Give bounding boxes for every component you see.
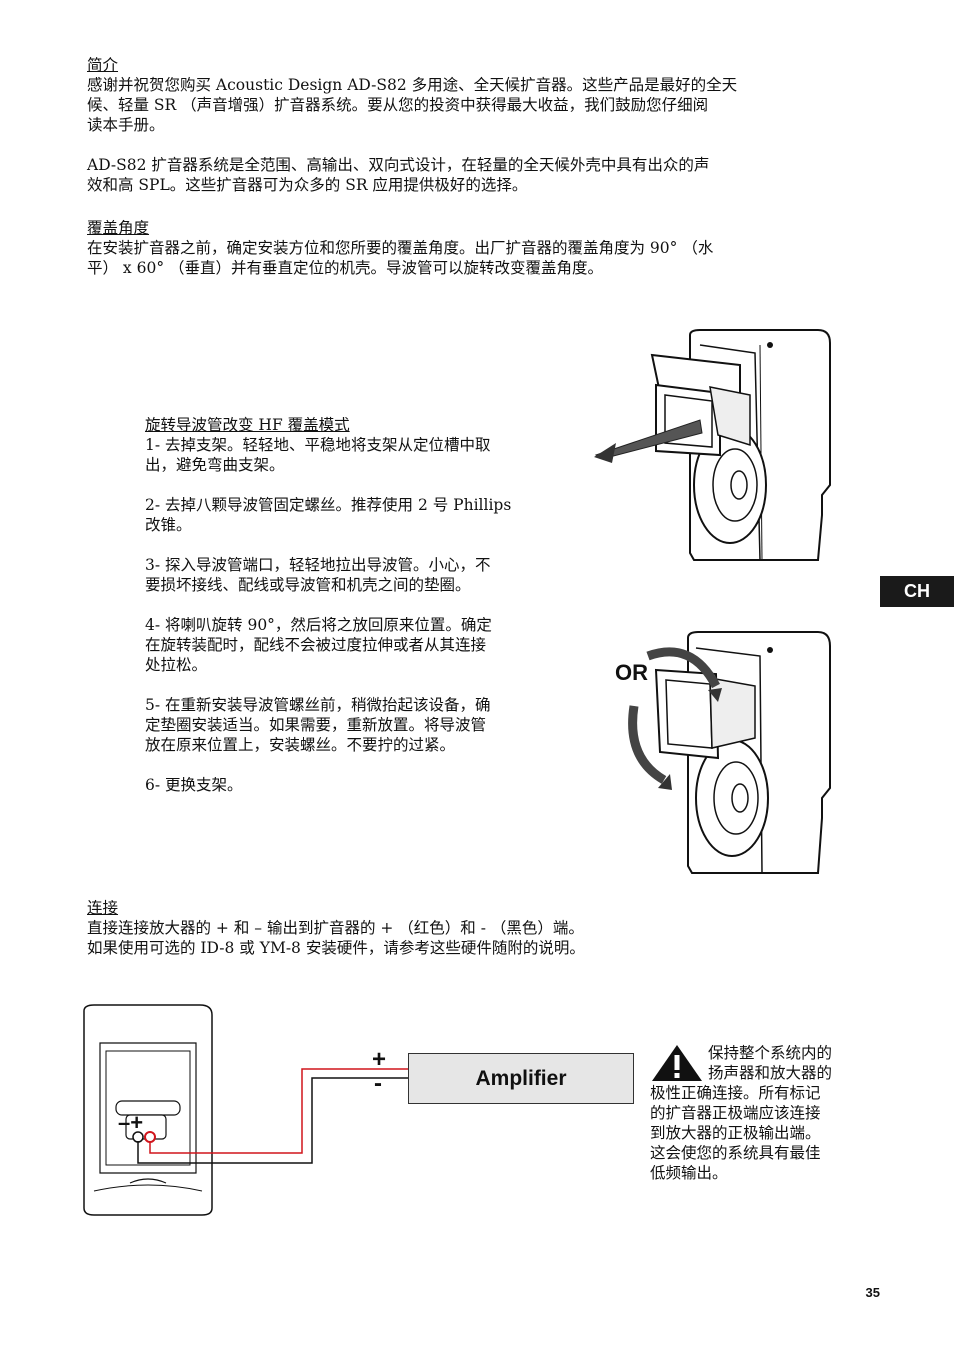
minus-label: -	[374, 1070, 382, 1097]
warning-icon	[652, 1045, 702, 1081]
page-number: 35	[865, 1285, 880, 1300]
plus-label: +	[372, 1046, 387, 1073]
amplifier-box: Amplifier	[408, 1053, 634, 1104]
polarity-warning: 保持整个系统内的 扬声器和放大器的 极性正确连接。所有标记 的扩音器正极端应该连…	[650, 1043, 865, 1183]
warning-line: 的扩音器正极端应该连接	[650, 1104, 821, 1122]
step-1: 1- 去掉支架。轻轻地、平稳地将支架从定位槽中取 出，避免弯曲支架。	[145, 435, 575, 475]
warning-line: 扬声器和放大器的	[708, 1064, 833, 1082]
intro-line: 效和高 SPL。这些扩音器可为众多的 SR 应用提供极好的选择。	[87, 176, 528, 194]
step-3: 3- 探入导波管端口，轻轻地拉出导波管。小心，不 要损坏接线、配线或导波管和机壳…	[145, 555, 575, 595]
intro-heading: 简介	[87, 56, 119, 74]
step-line: 2- 去掉八颗导波管固定螺丝。推荐使用 2 号 Phillips	[145, 496, 512, 514]
connect-line: 直接连接放大器的 + 和 – 输出到扩音器的 + （红色）和 - （黑色）端。	[87, 919, 584, 937]
warning-line: 保持整个系统内的	[708, 1044, 833, 1062]
step-line: 要损坏接线、配线或导波管和机壳之间的垫圈。	[145, 576, 471, 594]
warning-line: 极性正确连接。所有标记	[650, 1084, 821, 1102]
intro-line: AD-S82 扩音器系统是全范围、高输出、双向式设计，在轻量的全天候外壳中具有出…	[87, 156, 710, 174]
step-line: 出，避免弯曲支架。	[145, 456, 285, 474]
rotate-section: 旋转导波管改变 HF 覆盖模式 1- 去掉支架。轻轻地、平稳地将支架从定位槽中取…	[145, 415, 575, 815]
coverage-line: 平） x 60° （垂直）并有垂直定位的机壳。导波管可以旋转改变覆盖角度。	[87, 259, 603, 277]
step-line: 4- 将喇叭旋转 90°，然后将之放回原来位置。确定	[145, 616, 492, 634]
step-line: 在旋转装配时，配线不会被过度拉伸或者从其连接	[145, 636, 487, 654]
step-5: 5- 在重新安装导波管螺丝前，稍微抬起该设备，确 定垫圈安装适当。如果需要，重新…	[145, 695, 575, 755]
step-line: 定垫圈安装适当。如果需要，重新放置。将导波管	[145, 716, 487, 734]
red-wire	[149, 1068, 410, 1154]
intro-line: 感谢并祝贺您购买 Acoustic Design AD-S82 多用途、全天候扩…	[87, 76, 738, 94]
rotate-heading: 旋转导波管改变 HF 覆盖模式	[145, 416, 350, 434]
coverage-section: 覆盖角度 在安装扩音器之前，确定安装方位和您所要的覆盖角度。出厂扩音器的覆盖角度…	[87, 218, 862, 278]
coverage-heading: 覆盖角度	[87, 219, 150, 237]
speaker-remove-waveguide-illustration	[594, 329, 831, 561]
connect-line: 如果使用可选的 ID-8 或 YM-8 安装硬件，请参考这些硬件随附的说明。	[87, 939, 585, 957]
step-4: 4- 将喇叭旋转 90°，然后将之放回原来位置。确定 在旋转装配时，配线不会被过…	[145, 615, 575, 675]
step-line: 改锥。	[145, 516, 192, 534]
step-line: 5- 在重新安装导波管螺丝前，稍微抬起该设备，确	[145, 696, 491, 714]
intro-line: 候、轻量 SR （声音增强）扩音器系统。要从您的投资中获得最大收益，我们鼓励您仔…	[87, 96, 709, 114]
or-label: OR	[615, 660, 648, 685]
language-tab: CH	[880, 576, 954, 607]
step-line: 放在原来位置上，安装螺丝。不要拧的过紧。	[145, 736, 456, 754]
intro-line: 读本手册。	[87, 116, 165, 134]
step-line: 处拉松。	[145, 656, 208, 674]
speaker-rotate-waveguide-illustration	[628, 631, 831, 874]
warning-line: 到放大器的正极输出端。	[650, 1124, 821, 1142]
warning-line: 低频输出。	[650, 1164, 728, 1182]
terminal-polarity-label: –+	[118, 1110, 144, 1135]
step-line: 1- 去掉支架。轻轻地、平稳地将支架从定位槽中取	[145, 436, 491, 454]
step-line: 3- 探入导波管端口，轻轻地拉出导波管。小心，不	[145, 556, 491, 574]
intro-section: 简介 感谢并祝贺您购买 Acoustic Design AD-S82 多用途、全…	[87, 55, 862, 195]
connect-heading: 连接	[87, 899, 119, 917]
step-2: 2- 去掉八颗导波管固定螺丝。推荐使用 2 号 Phillips 改锥。	[145, 495, 575, 535]
black-wire	[137, 1077, 410, 1164]
warning-line: 这会使您的系统具有最佳	[650, 1144, 821, 1162]
step-6: 6- 更换支架。	[145, 776, 243, 794]
connect-section: 连接 直接连接放大器的 + 和 – 输出到扩音器的 + （红色）和 - （黑色）…	[87, 898, 862, 958]
wiring-diagram	[83, 1004, 410, 1216]
amplifier-label: Amplifier	[475, 1066, 567, 1090]
coverage-line: 在安装扩音器之前，确定安装方位和您所要的覆盖角度。出厂扩音器的覆盖角度为 90°…	[87, 239, 714, 257]
